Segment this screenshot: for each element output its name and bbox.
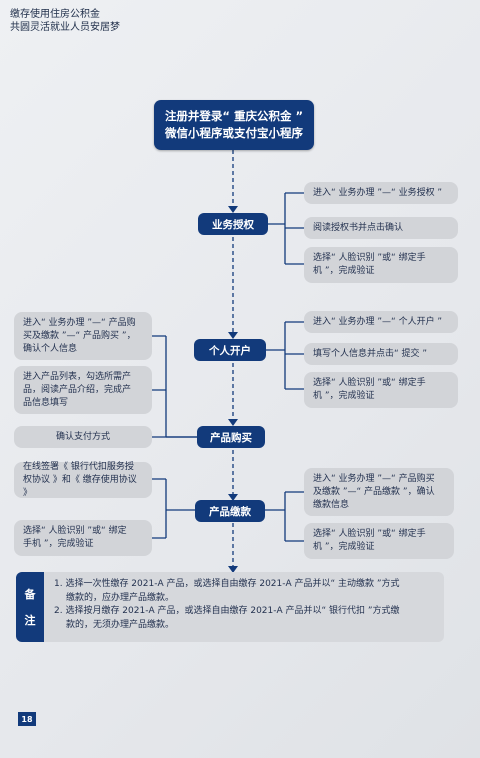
buy-item-3: 确认支付方式 xyxy=(14,426,152,448)
pay-right-item-2-line-1: 选择“ 人脸识别 ”或“ 绑定手 xyxy=(313,529,426,539)
note-line-2: 缴款的，应办理产品缴款。 xyxy=(66,592,175,603)
buy-item-2-line-2: 品，阅读产品介绍，完成产 xyxy=(23,384,132,395)
open-item-3-line-2: 机 ”，完成验证 xyxy=(313,391,375,401)
buy-item-2: 进入产品列表，勾选所需产 品，阅读产品介绍，完成产 品信息填写 xyxy=(14,366,152,414)
open-item-2: 填写个人信息并点击“ 提交 ” xyxy=(304,343,458,365)
note-label-char-2: 注 xyxy=(24,614,36,627)
pay-right-item-1-line-1: 进入“ 业务办理 ”—“ 产品购买 xyxy=(313,473,435,484)
auth-item-1: 进入“ 业务办理 ”—“ 业务授权 ” xyxy=(304,182,458,204)
note-label-char-1: 备 xyxy=(24,588,36,601)
pay-left-item-1: 在线签署《 银行代扣服务授 权协议 》和《 缴存使用协议 》 xyxy=(14,462,152,498)
pay-right-bracket xyxy=(265,491,304,542)
pay-left-bracket xyxy=(152,478,200,539)
arrow-1 xyxy=(228,206,238,213)
header-line-2: 共圆灵活就业人员安居梦 xyxy=(10,22,120,33)
start-line-1: 注册并登录“ 重庆公积金 ” xyxy=(164,109,304,123)
pay-right-item-2: 选择“ 人脸识别 ”或“ 绑定手 机 ”，完成验证 xyxy=(304,523,454,559)
open-item-1: 进入“ 业务办理 ”—“ 个人开户 ” xyxy=(304,311,458,333)
buy-item-2-line-1: 进入产品列表，勾选所需产 xyxy=(23,371,132,382)
arrow-2 xyxy=(228,332,238,339)
buy-item-2-line-3: 品信息填写 xyxy=(23,397,69,408)
pay-left-item-1-line-2: 权协议 》和《 缴存使用协议 》 xyxy=(23,474,137,498)
arrow-3 xyxy=(228,419,238,426)
auth-item-3-line-1: 选择“ 人脸识别 ”或“ 绑定手 xyxy=(313,253,426,263)
note-line-4: 款的，无须办理产品缴款。 xyxy=(66,619,175,630)
start-box: 注册并登录“ 重庆公积金 ” 微信小程序或支付宝小程序 xyxy=(154,100,314,150)
step-open: 个人开户 xyxy=(194,339,266,361)
pay-right-item-2-line-2: 机 ”，完成验证 xyxy=(313,542,375,552)
note-label: 备 注 xyxy=(16,572,44,642)
buy-item-1-line-3: 确认个人信息 xyxy=(23,343,78,354)
buy-item-1: 进入“ 业务办理 ”—“ 产品购 买及缴款 ”—“ 产品购买 ”， 确认个人信息 xyxy=(14,312,152,360)
arrow-5 xyxy=(228,566,238,573)
step-buy: 产品购买 xyxy=(197,426,265,448)
open-item-1-text: 进入“ 业务办理 ”—“ 个人开户 ” xyxy=(313,316,443,327)
pay-right-item-1-line-3: 缴款信息 xyxy=(313,499,350,510)
buy-item-1-line-1: 进入“ 业务办理 ”—“ 产品购 xyxy=(23,317,136,328)
header-line-1: 缴存使用住房公积金 xyxy=(10,9,100,20)
pay-left-item-2: 选择“ 人脸识别 ”或“ 绑定 手机 ”，完成验证 xyxy=(14,520,152,556)
step-pay: 产品缴款 xyxy=(195,500,265,522)
auth-item-1-text: 进入“ 业务办理 ”—“ 业务授权 ” xyxy=(313,187,443,198)
pay-left-item-2-line-1: 选择“ 人脸识别 ”或“ 绑定 xyxy=(23,526,127,536)
open-bracket xyxy=(265,321,304,390)
pay-right-item-1: 进入“ 业务办理 ”—“ 产品购买 及缴款 ”—“ 产品缴款 ”，确认 缴款信息 xyxy=(304,468,454,516)
open-item-3: 选择“ 人脸识别 ”或“ 绑定手 机 ”，完成验证 xyxy=(304,372,458,408)
buy-item-3-text: 确认支付方式 xyxy=(55,431,110,442)
arrow-4 xyxy=(228,494,238,501)
auth-item-2-text: 阅读授权书并点击确认 xyxy=(313,222,404,233)
pay-left-item-2-line-2: 手机 ”，完成验证 xyxy=(23,539,94,549)
auth-item-3: 选择“ 人脸识别 ”或“ 绑定手 机 ”，完成验证 xyxy=(304,247,458,283)
pay-right-item-1-line-2: 及缴款 ”—“ 产品缴款 ”，确认 xyxy=(313,486,435,497)
pay-left-item-1-line-1: 在线签署《 银行代扣服务授 xyxy=(23,461,134,472)
note-text: 1. 选择一次性缴存 2021-A 产品，或选择自由缴存 2021-A 产品并以… xyxy=(54,578,438,632)
note-line-1: 1. 选择一次性缴存 2021-A 产品，或选择自由缴存 2021-A 产品并以… xyxy=(54,579,400,589)
auth-item-3-line-2: 机 ”，完成验证 xyxy=(313,266,375,276)
open-item-2-text: 填写个人信息并点击“ 提交 ” xyxy=(313,348,428,359)
page-number: 18 xyxy=(18,712,36,726)
start-line-2: 微信小程序或支付宝小程序 xyxy=(165,126,303,140)
note-line-3: 2. 选择按月缴存 2021-A 产品，或选择自由缴存 2021-A 产品并以“… xyxy=(54,606,400,616)
buy-item-1-line-2: 买及缴款 ”—“ 产品购买 ”， xyxy=(23,330,136,341)
auth-bracket xyxy=(265,192,304,265)
header: 缴存使用住房公积金 共圆灵活就业人员安居梦 xyxy=(10,8,120,34)
open-item-3-line-1: 选择“ 人脸识别 ”或“ 绑定手 xyxy=(313,378,426,388)
note-box xyxy=(16,572,444,642)
buy-bracket xyxy=(152,335,200,438)
step-auth: 业务授权 xyxy=(198,213,268,235)
auth-item-2: 阅读授权书并点击确认 xyxy=(304,217,458,239)
